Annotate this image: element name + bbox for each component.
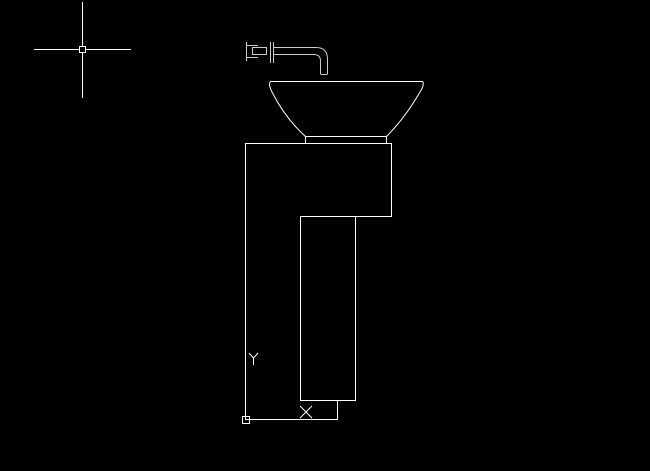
- faucet-drawing[interactable]: [246, 42, 328, 75]
- ucs-x-axis-marker: [299, 405, 313, 419]
- faucet-spout-bottom: [274, 54, 321, 74]
- ucs-y-axis-marker: [248, 352, 259, 365]
- pedestal-outline: [245, 143, 392, 420]
- faucet-valve-body: [252, 47, 267, 55]
- ucs-origin-icon: [242, 352, 313, 424]
- pickbox-icon: [79, 46, 86, 53]
- basin-drawing[interactable]: [269, 81, 424, 144]
- ucs-origin-box: [242, 416, 250, 424]
- basin-bowl-outline: [269, 81, 424, 137]
- pedestal-drawing[interactable]: [245, 143, 392, 420]
- basin-neck: [305, 136, 387, 144]
- faucet-spout-top: [274, 47, 328, 74]
- crosshair-pickbox-icon: [34, 2, 131, 98]
- pedestal-column-inner: [300, 216, 356, 401]
